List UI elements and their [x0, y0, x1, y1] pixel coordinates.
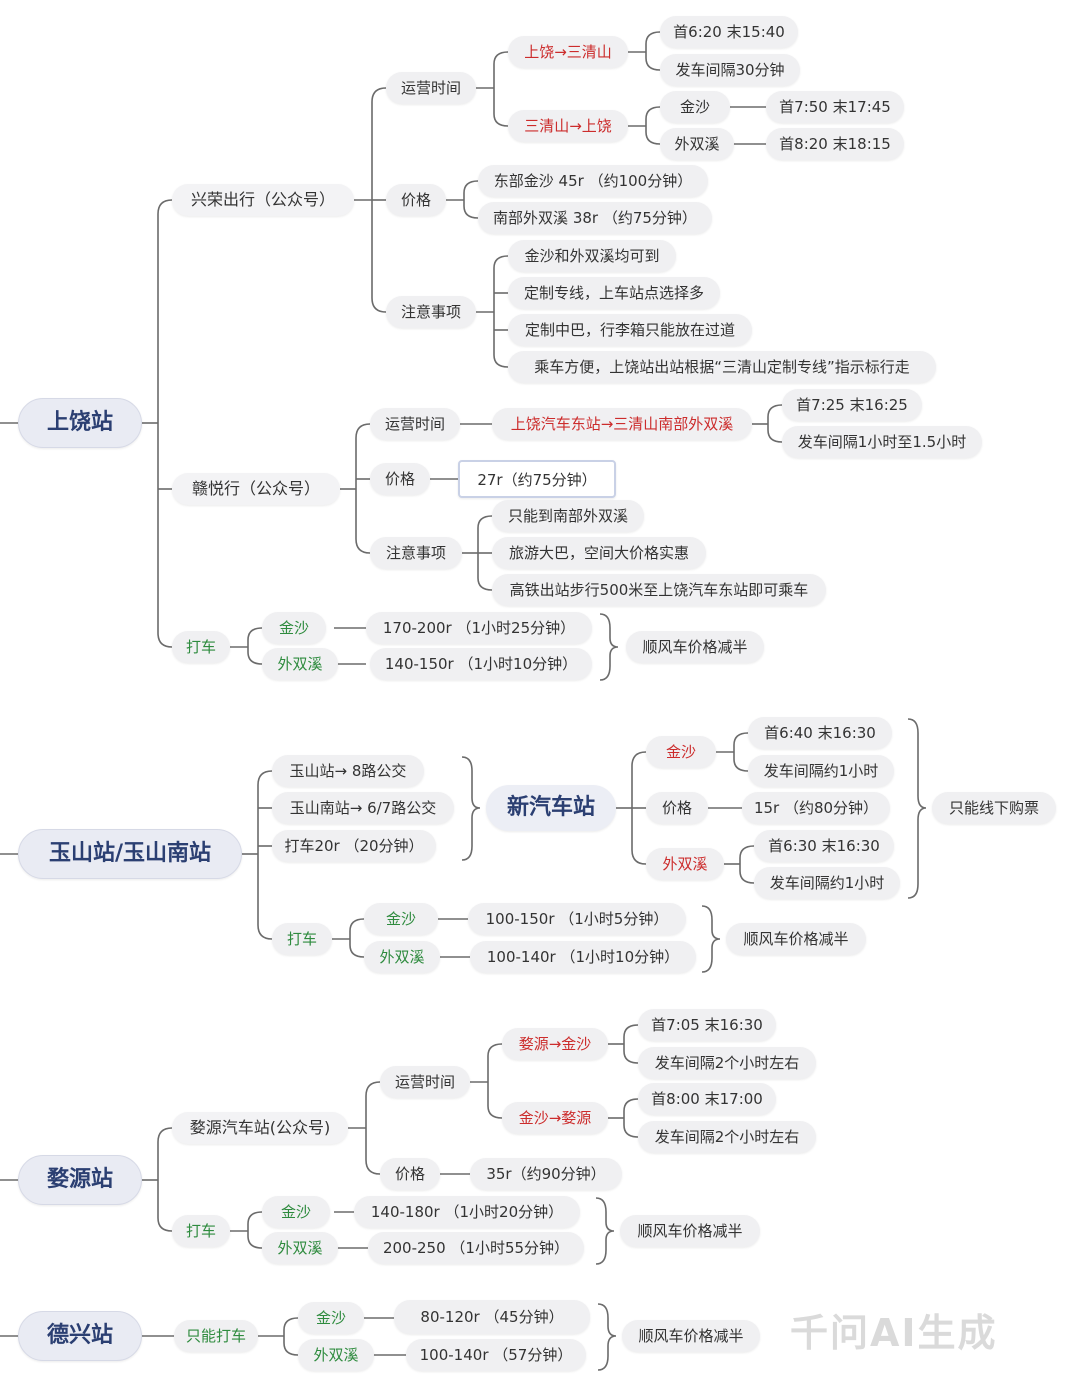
shangrao-taxi-jinsha-price: 170-200r （1小时25分钟） — [366, 612, 592, 644]
yushan-option-taxi: 打车20r （20分钟） — [272, 830, 436, 862]
shangrao-taxi-jinsha[interactable]: 金沙 — [262, 612, 326, 644]
yushan-wsx-first-last: 首6:30 末16:30 — [754, 830, 894, 862]
yushan-taxi-waishuangxi[interactable]: 外双溪 — [364, 941, 440, 973]
wuyuan-hours-label[interactable]: 运营时间 — [380, 1066, 470, 1098]
xingrong-notes-label[interactable]: 注意事项 — [386, 296, 476, 328]
yushan-taxi-jinsha[interactable]: 金沙 — [364, 903, 438, 935]
xingrong-note-1: 金沙和外双溪均可到 — [508, 240, 676, 272]
yushan-price: 15r （约80分钟） — [742, 792, 890, 824]
xingrong-price-south: 南部外双溪 38r （约75分钟） — [478, 202, 712, 234]
route-sanqingshan-to-shangrao[interactable]: 三清山→上饶 — [508, 110, 628, 142]
ganyue-note-1: 只能到南部外双溪 — [492, 500, 644, 532]
route-wuyuan-to-jinsha[interactable]: 婺源→金沙 — [502, 1028, 608, 1060]
ganyue-notes-label[interactable]: 注意事项 — [370, 537, 462, 569]
shangrao-taxi-note: 顺风车价格减半 — [626, 631, 764, 663]
wuyuan-taxi-waishuangxi-price: 200-250 （1小时55分钟） — [368, 1232, 584, 1264]
route-b-waishuangxi[interactable]: 外双溪 — [660, 128, 734, 160]
dexing-only-taxi[interactable]: 只能打车 — [174, 1320, 258, 1352]
yushan-option-bus8: 玉山站→ 8路公交 — [272, 755, 424, 787]
ganyue-price-label[interactable]: 价格 — [370, 463, 430, 495]
hub-new-bus-station[interactable]: 新汽车站 — [486, 785, 616, 831]
route-b-jinsha-times: 首7:50 末17:45 — [766, 91, 904, 123]
route-a-first-last: 首6:20 末15:40 — [660, 16, 798, 48]
wuyuan-taxi-note: 顺风车价格减半 — [620, 1215, 760, 1247]
wuyuan-taxi-jinsha-price: 140-180r （1小时20分钟） — [354, 1196, 580, 1228]
dexing-taxi-waishuangxi[interactable]: 外双溪 — [298, 1339, 374, 1371]
yushan-jinsha-interval: 发车间隔约1小时 — [748, 755, 894, 787]
ganyue-first-last: 首7:25 末16:25 — [782, 389, 922, 421]
yushan-price-label[interactable]: 价格 — [646, 792, 708, 824]
ganyue-note-3: 高铁出站步行500米至上饶汽车东站即可乘车 — [492, 574, 826, 606]
ganyue-route[interactable]: 上饶汽车东站→三清山南部外双溪 — [492, 408, 752, 440]
root-wuyuan-station[interactable]: 婺源站 — [18, 1155, 142, 1205]
yushan-ticket-note: 只能线下购票 — [932, 792, 1056, 824]
wuyuan-taxi-jinsha[interactable]: 金沙 — [262, 1196, 330, 1228]
branch-wuyuan-bus-station[interactable]: 婺源汽车站(公众号) — [172, 1112, 348, 1144]
wuyuan-route-a-interval: 发车间隔2个小时左右 — [638, 1047, 816, 1079]
wuyuan-route-b-interval: 发车间隔2个小时左右 — [638, 1121, 816, 1153]
xingrong-note-3: 定制中巴，行李箱只能放在过道 — [508, 314, 752, 346]
wuyuan-route-b-first-last: 首8:00 末17:00 — [638, 1083, 776, 1115]
route-jinsha-to-wuyuan[interactable]: 金沙→婺源 — [502, 1102, 608, 1134]
route-b-waishuangxi-times: 首8:20 末18:15 — [766, 128, 904, 160]
route-shangrao-to-sanqingshan[interactable]: 上饶→三清山 — [508, 36, 628, 68]
xingrong-hours-label[interactable]: 运营时间 — [386, 72, 476, 104]
route-a-interval: 发车间隔30分钟 — [660, 54, 800, 86]
ganyue-price: 27r（约75分钟） — [458, 460, 616, 498]
dexing-taxi-note: 顺风车价格减半 — [622, 1320, 760, 1352]
branch-xingrong-travel[interactable]: 兴荣出行（公众号） — [172, 184, 354, 216]
wuyuan-price-label[interactable]: 价格 — [380, 1158, 440, 1190]
wuyuan-route-a-first-last: 首7:05 末16:30 — [638, 1009, 776, 1041]
yushan-bus-jinsha[interactable]: 金沙 — [646, 736, 716, 768]
dexing-taxi-waishuangxi-price: 100-140r （57分钟） — [406, 1339, 586, 1371]
yushan-jinsha-first-last: 首6:40 末16:30 — [748, 717, 892, 749]
watermark: 千问AI生成 — [790, 1311, 998, 1355]
wuyuan-price: 35r（约90分钟） — [470, 1158, 622, 1190]
xingrong-note-4: 乘车方便，上饶站出站根据“三清山定制专线”指示标行走 — [508, 351, 936, 383]
root-shangrao-station[interactable]: 上饶站 — [18, 398, 142, 448]
yushan-wsx-interval: 发车间隔约1小时 — [754, 867, 900, 899]
shangrao-taxi-waishuangxi[interactable]: 外双溪 — [262, 648, 338, 680]
wuyuan-taxi[interactable]: 打车 — [172, 1215, 230, 1247]
xingrong-note-2: 定制专线，上车站点选择多 — [508, 277, 720, 309]
route-b-jinsha[interactable]: 金沙 — [660, 91, 730, 123]
root-dexing-station[interactable]: 德兴站 — [18, 1311, 142, 1361]
xingrong-price-label[interactable]: 价格 — [386, 184, 446, 216]
ganyue-hours-label[interactable]: 运营时间 — [370, 408, 460, 440]
root-yushan-station[interactable]: 玉山站/玉山南站 — [18, 829, 242, 879]
yushan-taxi-waishuangxi-price: 100-140r （1小时10分钟） — [470, 941, 696, 973]
dexing-taxi-jinsha[interactable]: 金沙 — [298, 1302, 364, 1334]
xingrong-price-east: 东部金沙 45r （约100分钟） — [478, 165, 708, 197]
shangrao-taxi-waishuangxi-price: 140-150r （1小时10分钟） — [370, 648, 592, 680]
shangrao-taxi[interactable]: 打车 — [172, 631, 230, 663]
branch-ganyue-travel[interactable]: 赣悦行（公众号） — [172, 473, 340, 505]
ganyue-interval: 发车间隔1小时至1.5小时 — [782, 426, 982, 458]
yushan-taxi[interactable]: 打车 — [272, 923, 332, 955]
yushan-option-bus67: 玉山南站→ 6/7路公交 — [272, 792, 454, 824]
yushan-taxi-jinsha-price: 100-150r （1小时5分钟） — [468, 903, 686, 935]
ganyue-note-2: 旅游大巴，空间大价格实惠 — [492, 537, 706, 569]
yushan-bus-waishuangxi[interactable]: 外双溪 — [646, 848, 724, 880]
dexing-taxi-jinsha-price: 80-120r （45分钟） — [394, 1300, 590, 1334]
wuyuan-taxi-waishuangxi[interactable]: 外双溪 — [262, 1232, 338, 1264]
yushan-taxi-note: 顺风车价格减半 — [726, 923, 866, 955]
